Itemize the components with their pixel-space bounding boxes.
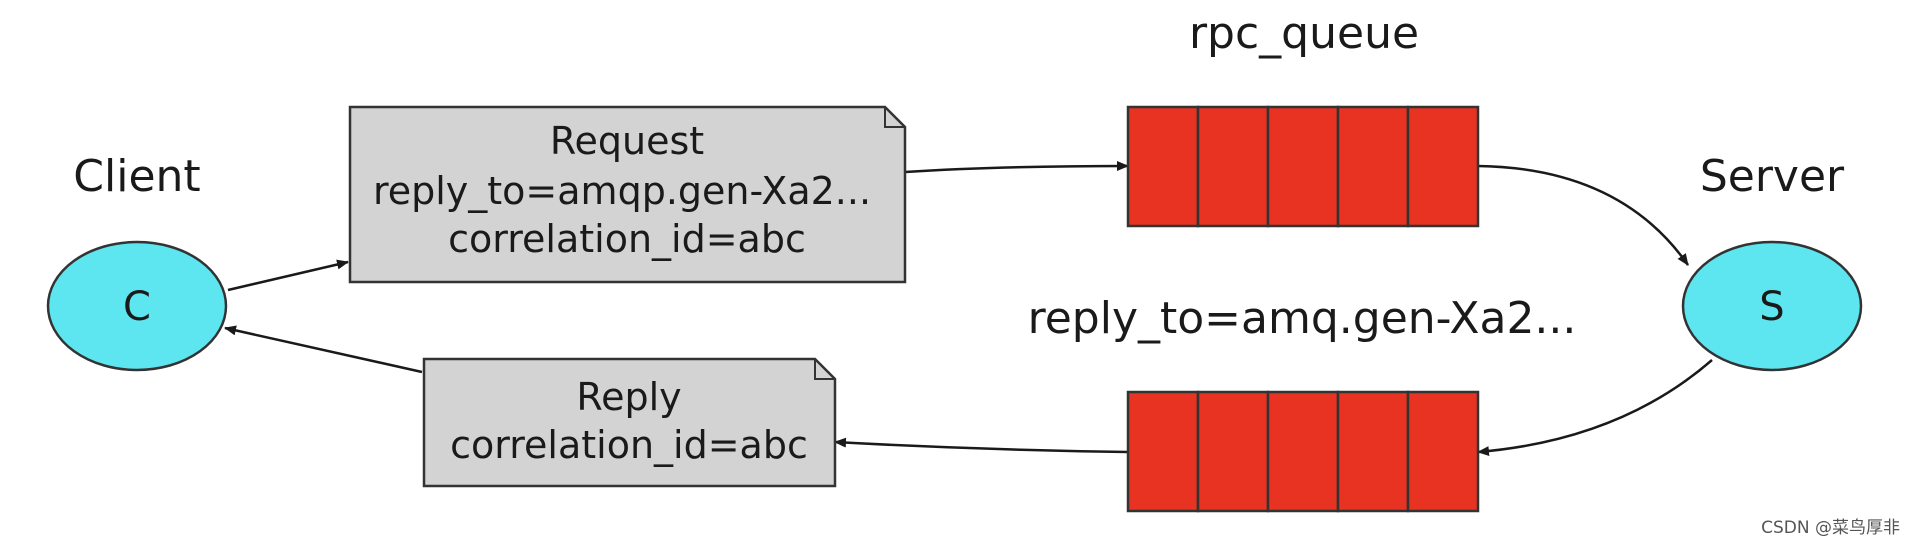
- csdn-watermark: CSDN @菜鸟厚非: [1761, 518, 1900, 538]
- edge-reply-queue-to-reply-note: [834, 437, 1129, 454]
- request-note-line-3: correlation_id=abc: [448, 217, 806, 261]
- rpc-queue-cell: [1126, 105, 1200, 228]
- reply-queue-cell: [1406, 390, 1480, 513]
- reply-note-line-2: correlation_id=abc: [450, 423, 808, 467]
- rpc-queue-label: rpc_queue: [1189, 8, 1419, 59]
- rpc-queue-cell: [1406, 105, 1480, 228]
- edge-reply-note-to-client: [224, 325, 423, 374]
- reply-queue-cell: [1336, 390, 1410, 513]
- rpc-queue-cell: [1336, 105, 1410, 228]
- client-node-label: C: [123, 284, 151, 330]
- reply-note: Reply correlation_id=abc: [422, 357, 837, 488]
- request-note: Request reply_to=amqp.gen-Xa2... correla…: [348, 105, 907, 284]
- server-node-label: S: [1759, 284, 1784, 330]
- request-note-line-2: reply_to=amqp.gen-Xa2...: [373, 169, 871, 213]
- client-node: [46, 240, 228, 372]
- reply-note-line-1: Reply: [576, 375, 681, 419]
- server-label: Server: [1700, 151, 1845, 202]
- client-label: Client: [73, 151, 200, 202]
- edge-request-to-rpc-queue: [904, 161, 1129, 174]
- reply-queue: [1126, 390, 1480, 513]
- rpc-queue-cell: [1266, 105, 1340, 228]
- reply-queue-cell: [1126, 390, 1200, 513]
- rpc-queue-cell: [1196, 105, 1270, 228]
- rpc-queue: [1126, 105, 1480, 228]
- request-note-line-1: Request: [550, 119, 704, 163]
- server-node: [1681, 240, 1863, 372]
- reply-queue-cell: [1266, 390, 1340, 513]
- reply-queue-label: reply_to=amq.gen-Xa2...: [1028, 293, 1577, 344]
- edge-client-to-request: [227, 259, 349, 292]
- edge-rpc-queue-to-server: [1477, 164, 1690, 266]
- reply-queue-cell: [1196, 390, 1270, 513]
- edge-server-to-reply-queue: [1477, 359, 1713, 457]
